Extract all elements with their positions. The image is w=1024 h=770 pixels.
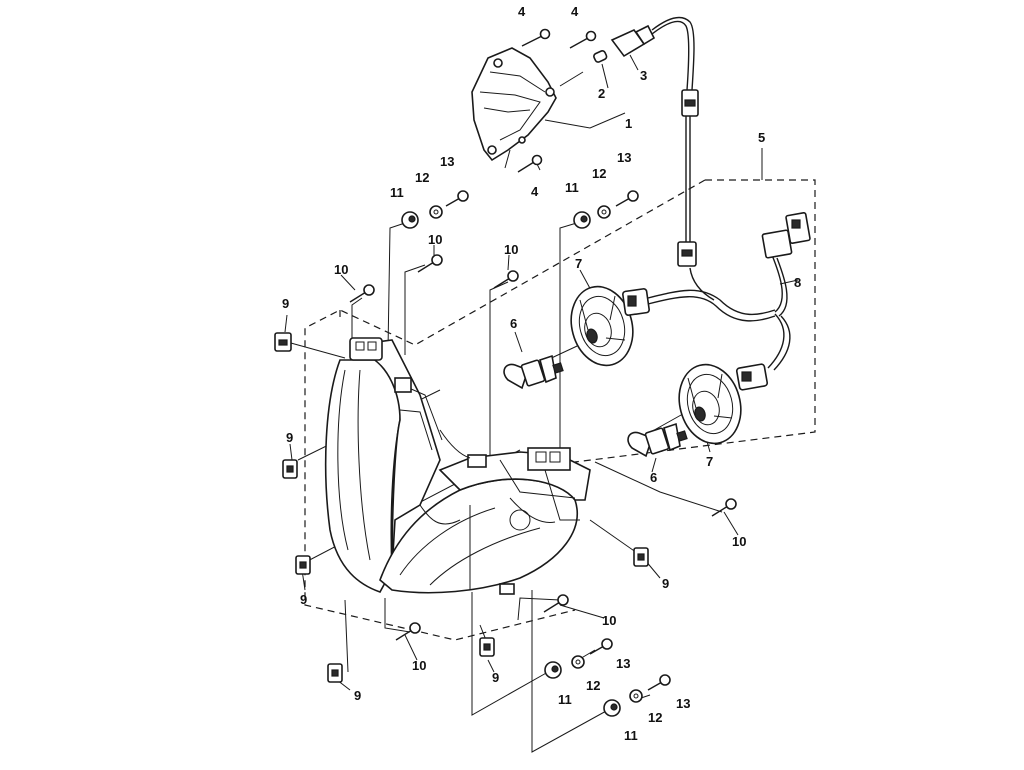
callout-10: 10 — [334, 262, 348, 277]
washer-12b — [597, 205, 611, 219]
callout-9: 9 — [354, 688, 361, 703]
callout-11: 11 — [565, 180, 579, 195]
grommet-11c — [544, 661, 562, 679]
callout-13: 13 — [617, 150, 631, 165]
screw-13b — [615, 190, 639, 207]
callout-labels: 1 2 3 4 4 4 5 6 6 7 7 8 9 9 9 9 9 9 10 1… — [282, 4, 801, 743]
bulb-cover-7a — [570, 285, 634, 367]
screw-13c — [589, 638, 613, 655]
callout-12: 12 — [592, 166, 606, 181]
screw-13d — [647, 674, 671, 691]
headlight-housing — [324, 337, 591, 595]
callout-11: 11 — [624, 728, 638, 743]
washer-12a — [429, 205, 443, 219]
callout-9: 9 — [492, 670, 499, 685]
bolt-10d — [711, 498, 737, 517]
callout-4: 4 — [571, 4, 579, 19]
socket-wire — [651, 16, 699, 267]
wire-harness-8 — [622, 211, 811, 391]
callout-13: 13 — [616, 656, 630, 671]
callout-11: 11 — [558, 692, 572, 707]
clip-nut-9d — [327, 663, 343, 683]
bolt-10f — [395, 622, 421, 641]
callout-4: 4 — [518, 4, 526, 19]
callout-10: 10 — [732, 534, 746, 549]
bulb-cover-7b — [678, 363, 742, 445]
callout-12: 12 — [415, 170, 429, 185]
washer-12c — [571, 655, 585, 669]
callout-11: 11 — [390, 185, 404, 200]
callout-7: 7 — [706, 454, 713, 469]
front-bracket-1 — [471, 47, 557, 162]
washer-12d — [629, 689, 643, 703]
bolt-10c — [493, 270, 519, 289]
clip-nut-9e — [479, 637, 495, 657]
screw-4c — [517, 154, 543, 173]
callout-6: 6 — [510, 316, 517, 331]
callout-13: 13 — [676, 696, 690, 711]
callout-6: 6 — [650, 470, 657, 485]
callout-7: 7 — [575, 256, 582, 271]
grommet-11b — [573, 211, 591, 229]
clip-nut-9f — [633, 547, 649, 567]
callout-4: 4 — [531, 184, 539, 199]
screw-13a — [445, 190, 469, 207]
headlight-bulb-6a — [503, 354, 564, 390]
callout-9: 9 — [662, 576, 669, 591]
callout-9: 9 — [282, 296, 289, 311]
grommet-11d — [603, 699, 621, 717]
callout-9: 9 — [286, 430, 293, 445]
clip-nut-9b — [282, 459, 298, 479]
clip-nut-9a — [274, 332, 292, 352]
callout-5: 5 — [758, 130, 765, 145]
grommet-11a — [401, 211, 419, 229]
screw-4a — [521, 28, 551, 47]
callout-10: 10 — [504, 242, 518, 257]
screw-4b — [569, 30, 597, 49]
headlight-bulb-6b — [627, 422, 688, 458]
bulb-socket-3 — [610, 24, 656, 58]
callout-8: 8 — [794, 275, 801, 290]
callout-10: 10 — [602, 613, 616, 628]
callout-13: 13 — [440, 154, 454, 169]
clip-nut-9c — [295, 555, 311, 575]
position-bulb-2 — [593, 50, 608, 63]
bolt-10e — [543, 594, 569, 613]
callout-1: 1 — [625, 116, 632, 131]
callout-12: 12 — [586, 678, 600, 693]
bolt-10a — [349, 284, 375, 303]
callout-2: 2 — [598, 86, 605, 101]
callout-12: 12 — [648, 710, 662, 725]
callout-9: 9 — [300, 592, 307, 607]
callout-3: 3 — [640, 68, 647, 83]
headlight-assembly-outline — [304, 179, 816, 641]
leader-lines — [279, 54, 799, 753]
callout-10: 10 — [428, 232, 442, 247]
bolt-10b — [417, 254, 443, 273]
callout-10: 10 — [412, 658, 426, 673]
